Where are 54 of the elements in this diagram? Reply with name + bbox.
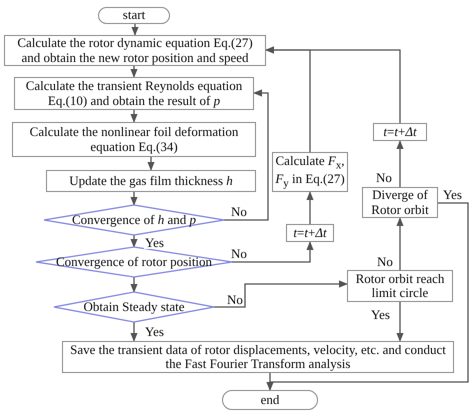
edge-label: No — [230, 247, 248, 260]
edge-label: Yes — [370, 308, 391, 321]
node-text: Calculate the rotor dynamic equation Eq.(27) and obtain the new rotor position and speed — [16, 36, 254, 65]
edge-label: Yes — [144, 236, 165, 249]
decision-diamond — [36, 247, 232, 277]
node-text: Save the transient data of rotor displacements, velocity, etc. and conduct the Fast Fourier Transform analysis — [69, 342, 447, 372]
process-box — [4, 35, 266, 66]
edge-label: Yes — [442, 188, 463, 201]
node-text: Convergence of h and p — [71, 212, 197, 228]
arrow — [130, 110, 138, 123]
node-text: t=t+Δt — [382, 124, 418, 140]
arrow — [266, 373, 274, 391]
arrow — [396, 302, 404, 342]
arrow — [130, 277, 138, 293]
node-text: start — [122, 8, 146, 23]
arrow — [130, 235, 138, 248]
arrow — [396, 217, 404, 270]
node-text: t=t+Δt — [292, 226, 328, 240]
arrow — [214, 280, 348, 308]
node-text: Rotor orbit reach limit circle — [354, 272, 446, 300]
process-box — [286, 224, 334, 242]
process-box — [12, 122, 256, 157]
process-box — [347, 270, 453, 302]
arrow — [232, 241, 314, 263]
edge-label: No — [230, 205, 248, 218]
process-box — [373, 123, 427, 141]
arrow — [130, 322, 138, 342]
edge-label: No — [375, 171, 393, 184]
arrow — [130, 66, 138, 78]
process-box — [362, 187, 438, 218]
node-text: end — [260, 392, 280, 408]
terminal-box — [98, 7, 170, 24]
arrow — [130, 192, 138, 206]
process-box — [14, 77, 254, 110]
node-text: Convergence of rotor position — [54, 254, 214, 270]
process-box — [46, 170, 256, 192]
edge-label: No — [376, 255, 394, 268]
arrow — [265, 46, 401, 123]
arrow — [306, 191, 314, 224]
arrow — [396, 140, 404, 187]
node-text: Update the gas film thickness h — [68, 174, 234, 188]
arrow — [131, 24, 139, 36]
decision-diamond — [54, 292, 214, 322]
terminal-box — [222, 390, 318, 410]
node-text: Calculate the transient Reynolds equation Eq.(10) and obtain the result of p — [24, 79, 244, 108]
node-text: Calculate the nonlinear foil deformation equation Eq.(34) — [28, 125, 240, 154]
decision-diamond — [44, 205, 224, 235]
node-text: Obtain Steady state — [82, 300, 186, 314]
edge-label: Yes — [144, 325, 165, 338]
node-text: Calculate F$_{x}$, F$_{y}$ in Eq.(27) — [274, 154, 346, 190]
node-text: Diverge of Rotor orbit — [370, 188, 430, 217]
arrow — [147, 157, 155, 171]
arrow — [224, 89, 269, 221]
edge-label: No — [226, 293, 244, 306]
